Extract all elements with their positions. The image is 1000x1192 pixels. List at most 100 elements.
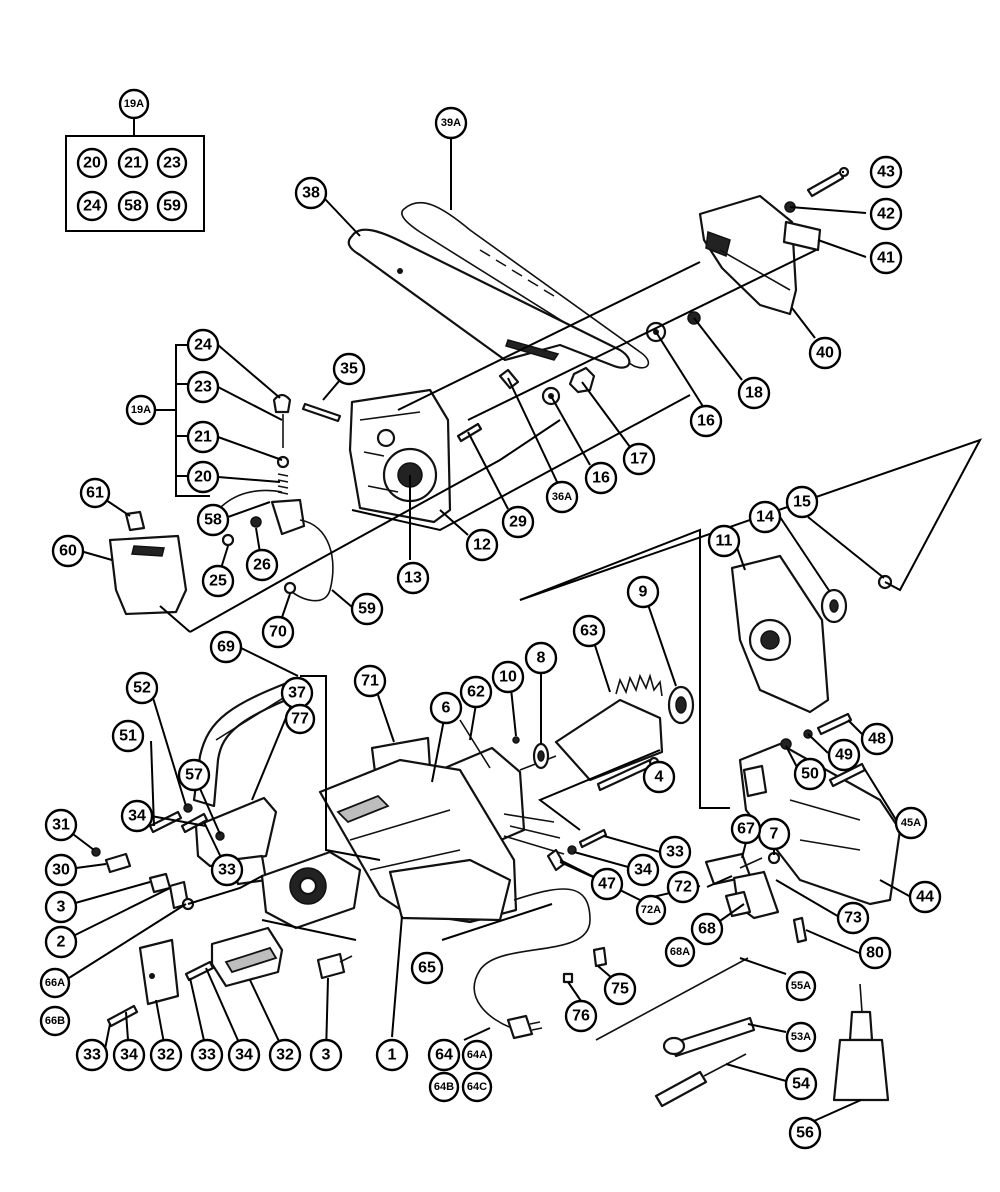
svg-text:50: 50 [801, 766, 819, 783]
callout-10: 10 [491, 660, 525, 694]
callout-66a: 66A [39, 967, 71, 999]
svg-text:69: 69 [217, 639, 235, 656]
svg-text:52: 52 [133, 680, 151, 697]
callout-29: 29 [501, 505, 535, 539]
svg-text:56: 56 [796, 1125, 814, 1142]
svg-text:34: 34 [128, 808, 146, 825]
callout-68a: 68A [664, 936, 696, 968]
callout-38: 38 [294, 176, 328, 210]
oil-cap-screw [301, 402, 342, 423]
callout-64b: 64B [428, 1071, 460, 1103]
svg-text:68A: 68A [670, 946, 690, 958]
callout-25: 25 [201, 564, 235, 598]
callout-76: 76 [564, 999, 598, 1033]
svg-text:58: 58 [204, 512, 222, 529]
svg-text:20: 20 [83, 155, 101, 172]
svg-text:17: 17 [630, 451, 648, 468]
callout-64c: 64C [461, 1071, 493, 1103]
callout-23: 23 [186, 370, 220, 404]
svg-text:64: 64 [435, 1047, 453, 1064]
callout-59: 59 [350, 592, 384, 626]
callout-72a: 72A [635, 894, 667, 926]
cover-plate [782, 220, 822, 252]
callout-33-bottom-left: 33 [75, 1038, 109, 1072]
callout-37: 37 [280, 676, 314, 710]
callout-33-upper: 33 [210, 853, 244, 887]
svg-text:36A: 36A [552, 491, 572, 503]
housing-screw [456, 422, 483, 443]
brush-cover-right [210, 926, 284, 988]
svg-text:62: 62 [467, 684, 485, 701]
handle-screw [148, 810, 183, 834]
cover-screw [806, 166, 850, 198]
callout-18: 18 [737, 376, 771, 410]
callout-58-kit: 58 [117, 190, 149, 222]
svg-text:33: 33 [666, 844, 684, 861]
chain-tensioner [568, 366, 596, 394]
callout-57: 57 [177, 758, 211, 792]
callout-33-bottom-mid: 33 [190, 1038, 224, 1072]
svg-text:38: 38 [302, 185, 320, 202]
svg-text:4: 4 [655, 769, 664, 786]
callout-34-bottom-mid: 34 [227, 1038, 261, 1072]
svg-text:37: 37 [288, 685, 306, 702]
oiler-cap [272, 393, 292, 414]
svg-text:33: 33 [218, 862, 236, 879]
callout-42: 42 [869, 197, 903, 231]
svg-text:39A: 39A [441, 117, 461, 129]
callout-70: 70 [261, 615, 295, 649]
screw-48 [816, 712, 853, 736]
switch-assembly [704, 852, 780, 920]
callout-64a: 64A [461, 1039, 493, 1071]
svg-text:23: 23 [194, 379, 212, 396]
callout-61: 61 [79, 477, 111, 509]
bearing-9 [667, 685, 695, 725]
svg-text:21: 21 [124, 155, 142, 172]
callout-59-kit: 59 [156, 190, 188, 222]
bearing-14 [820, 588, 848, 624]
svg-text:75: 75 [611, 981, 629, 998]
svg-text:63: 63 [580, 623, 598, 640]
plug [506, 1014, 534, 1040]
svg-text:12: 12 [473, 537, 491, 554]
svg-text:57: 57 [185, 767, 203, 784]
wrench-53a [662, 1016, 756, 1058]
callout-26: 26 [245, 548, 279, 582]
callout-21: 21 [186, 420, 220, 454]
svg-text:66B: 66B [45, 1015, 65, 1027]
svg-text:41: 41 [877, 250, 895, 267]
svg-text:8: 8 [537, 650, 546, 667]
callout-41: 41 [869, 241, 903, 275]
part-75 [592, 946, 608, 968]
svg-text:55A: 55A [791, 980, 811, 992]
callout-34-bottom-left: 34 [112, 1038, 146, 1072]
svg-text:70: 70 [269, 624, 287, 641]
svg-text:19A: 19A [131, 404, 151, 416]
gear-housing [348, 388, 452, 524]
svg-text:2: 2 [57, 934, 66, 951]
callout-69: 69 [209, 630, 243, 664]
screwdriver-54 [654, 1053, 747, 1108]
motor-end-flange [730, 554, 830, 714]
svg-text:34: 34 [120, 1047, 138, 1064]
screw-33-mid [184, 960, 215, 982]
svg-text:35: 35 [340, 361, 358, 378]
callout-67: 67 [730, 813, 762, 845]
svg-text:1: 1 [388, 1047, 397, 1064]
svg-text:34: 34 [634, 862, 652, 879]
tool-55a [595, 957, 749, 1041]
bearing-8 [532, 742, 550, 770]
callout-13: 13 [396, 561, 430, 595]
callout-6: 6 [429, 691, 463, 725]
callout-34-upper: 34 [120, 799, 154, 833]
main-housing [318, 758, 518, 924]
svg-text:67: 67 [737, 821, 755, 838]
svg-text:43: 43 [877, 164, 895, 181]
callout-48: 48 [860, 722, 894, 756]
svg-text:72A: 72A [641, 904, 661, 916]
callout-53a: 53A [785, 1021, 817, 1053]
callout-11: 11 [707, 524, 741, 558]
svg-text:59: 59 [358, 601, 376, 618]
callout-47: 47 [590, 867, 624, 901]
